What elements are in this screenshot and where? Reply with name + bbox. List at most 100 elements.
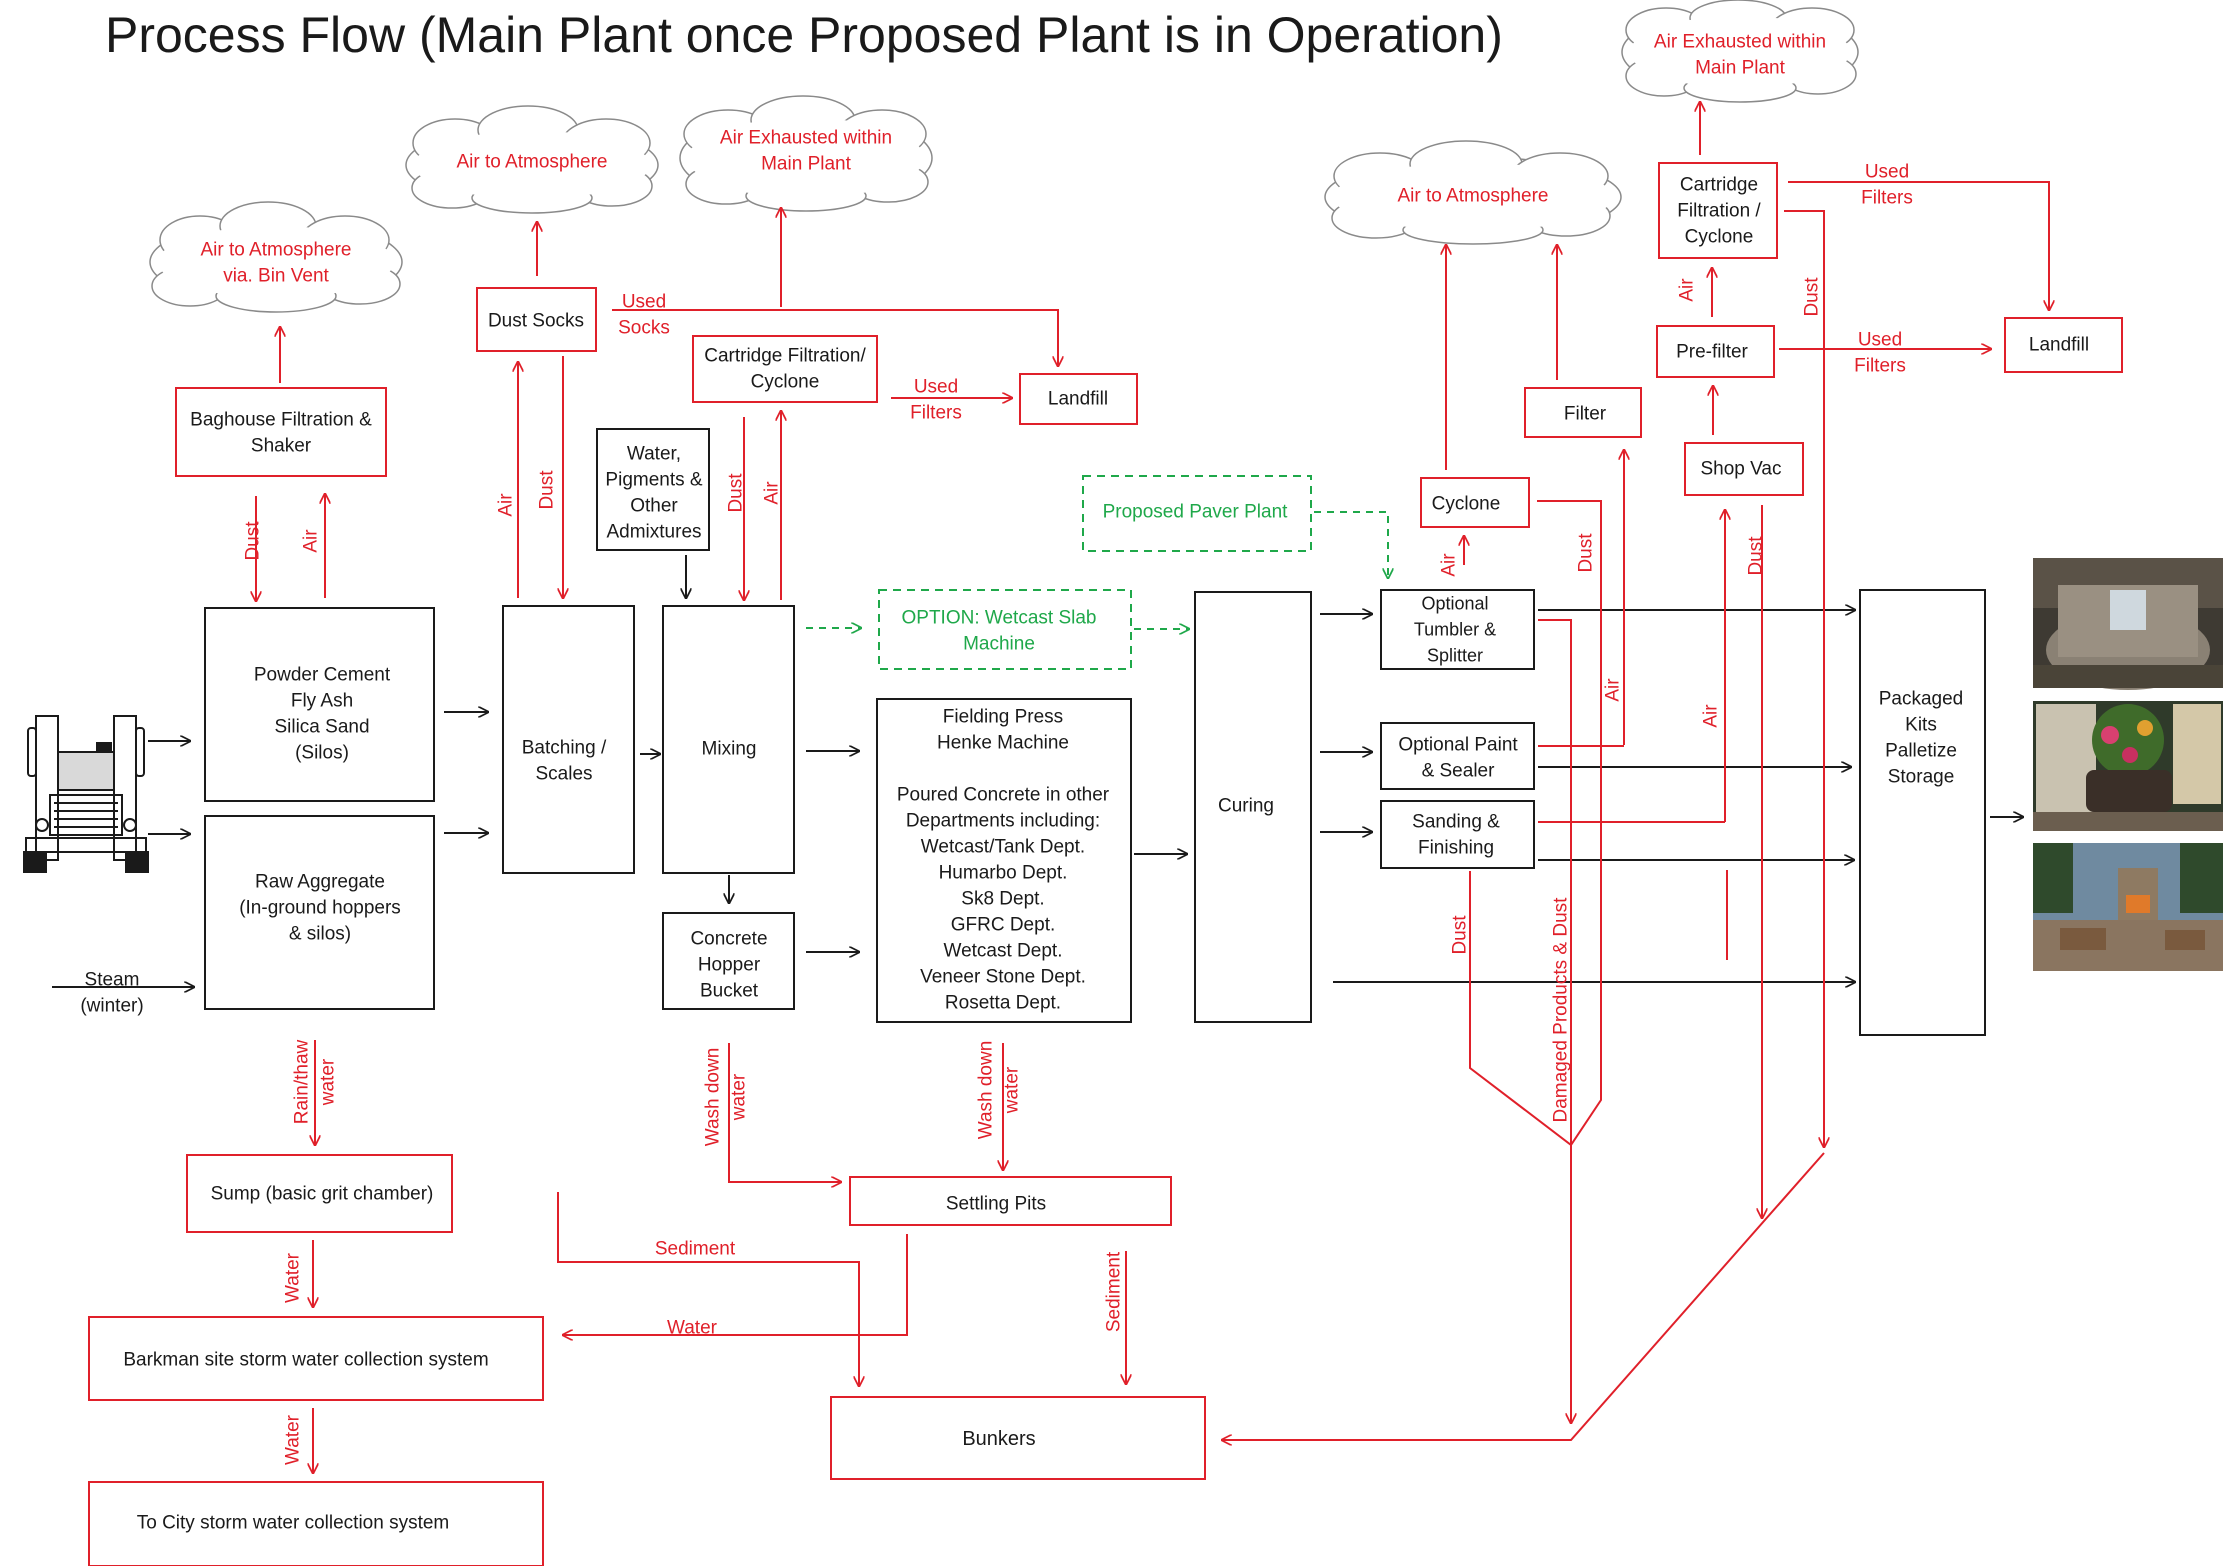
text-line: OPTION: Wetcast Slab (902, 608, 1097, 629)
box-cyclone (1420, 477, 1530, 528)
box-mixing (662, 605, 795, 874)
text-line: Filter (1564, 404, 1607, 425)
text-line: Dust (243, 521, 264, 561)
text-line: Air (496, 493, 517, 517)
bunkers-text: Bunkers (962, 1428, 1035, 1450)
text-line: Dust Socks (488, 311, 584, 332)
curing-text: Curing (1218, 796, 1274, 817)
box-paver-plant (1082, 475, 1312, 552)
text-line: Admixtures (606, 522, 701, 543)
text-line: Sk8 Dept. (961, 889, 1044, 910)
text-line: Air (1439, 553, 1460, 577)
aggregate-text: Raw Aggregate(In-ground hoppers& silos) (239, 872, 401, 945)
text-line: Main Plant (761, 154, 851, 175)
filter-text: Filter (1564, 404, 1607, 425)
cloud-bin-vent (149, 201, 403, 313)
atm1-text: Air to Atmosphere (456, 152, 607, 173)
cloud-exhausted-2 (1621, 0, 1859, 103)
cartridge1-text: Cartridge Filtration/Cyclone (704, 346, 866, 393)
red-flow-arrow (1538, 619, 1571, 1423)
text-line: Air (762, 481, 783, 505)
sump-text: Sump (basic grit chamber) (211, 1184, 434, 1205)
text-line: water (318, 1058, 339, 1106)
text-line: Filters (1854, 356, 1906, 377)
text-line: Water (667, 1318, 718, 1339)
text-line: Batching / (522, 738, 607, 759)
text-line: (Silos) (295, 743, 349, 764)
paint-text: Optional Paint& Sealer (1398, 735, 1518, 782)
cyclone-text: Cyclone (1432, 494, 1501, 515)
text-line: Used (622, 292, 666, 313)
box-landfill-2 (2004, 317, 2123, 373)
text-line: Machine (963, 634, 1035, 655)
text-line: Kits (1905, 715, 1937, 736)
dust-text: Dust (1576, 533, 1597, 573)
text-line: Palletize (1885, 741, 1957, 762)
water-v-text: Water (283, 1414, 304, 1465)
text-line: Dust (726, 473, 747, 513)
text-line: Air to Atmosphere (1397, 186, 1548, 207)
text-line: Dust (1450, 915, 1471, 955)
text-line: Air to Atmosphere (200, 240, 351, 261)
text-line: Air (301, 529, 322, 553)
text-line: Optional Paint (1398, 735, 1518, 756)
dust-text: Dust (243, 521, 264, 561)
text-line: Fielding Press (943, 707, 1063, 728)
box-landfill-1 (1019, 373, 1138, 425)
text-line: Air (1603, 678, 1624, 702)
red-flow-arrow (728, 1043, 841, 1182)
air-text: Air (1603, 678, 1624, 702)
text-line: Air Exhausted within (720, 128, 892, 149)
box-bunkers (830, 1396, 1206, 1480)
box-water-pigments (596, 428, 710, 551)
shopvac-text: Shop Vac (1701, 459, 1782, 480)
text-line: Pigments & (605, 470, 702, 491)
text-line: Cyclone (1432, 494, 1501, 515)
box-curing (1194, 591, 1312, 1023)
red-flow-arrow (1222, 1152, 1825, 1440)
landfill2-text: Landfill (2029, 335, 2089, 356)
text-line: Socks (618, 318, 670, 339)
text-line: Shaker (251, 436, 312, 457)
box-settling (849, 1176, 1172, 1226)
box-fielding (876, 698, 1132, 1023)
sanding-text: Sanding &Finishing (1412, 812, 1500, 859)
cloud-atmosphere-1 (405, 105, 659, 214)
box-sanding (1380, 800, 1535, 869)
box-sump (186, 1154, 453, 1233)
text-line: Departments including: (906, 811, 1100, 832)
box-cartridge-2 (1658, 162, 1778, 259)
text-line: Proposed Paver Plant (1103, 502, 1289, 523)
product-image-fountain (2033, 558, 2223, 690)
text-line: Shop Vac (1701, 459, 1782, 480)
text-line: Water (283, 1414, 304, 1465)
red-flow-arrow (1784, 210, 1824, 1147)
text-line: Packaged (1879, 689, 1964, 710)
text-line: Mixing (702, 739, 757, 760)
text-line: Cyclone (1685, 227, 1754, 248)
text-line: Poured Concrete in other (897, 785, 1110, 806)
text-line: Wash down (703, 1048, 724, 1147)
baghouse-text: Baghouse Filtration &Shaker (190, 410, 372, 457)
green-flow-arrow (1314, 511, 1388, 578)
air-text: Air (496, 493, 517, 517)
text-line: Dust (537, 470, 558, 510)
text-line: Used (1865, 162, 1909, 183)
text-line: Used (914, 377, 958, 398)
text-line: Fly Ash (291, 691, 353, 712)
text-line: Humarbo Dept. (939, 863, 1068, 884)
storm2-text: To City storm water collection system (137, 1513, 450, 1534)
product-image-planter (2033, 701, 2223, 831)
batching-text: Batching /Scales (522, 738, 607, 785)
text-line: Pre-filter (1676, 342, 1748, 363)
box-storm-2 (88, 1481, 544, 1566)
